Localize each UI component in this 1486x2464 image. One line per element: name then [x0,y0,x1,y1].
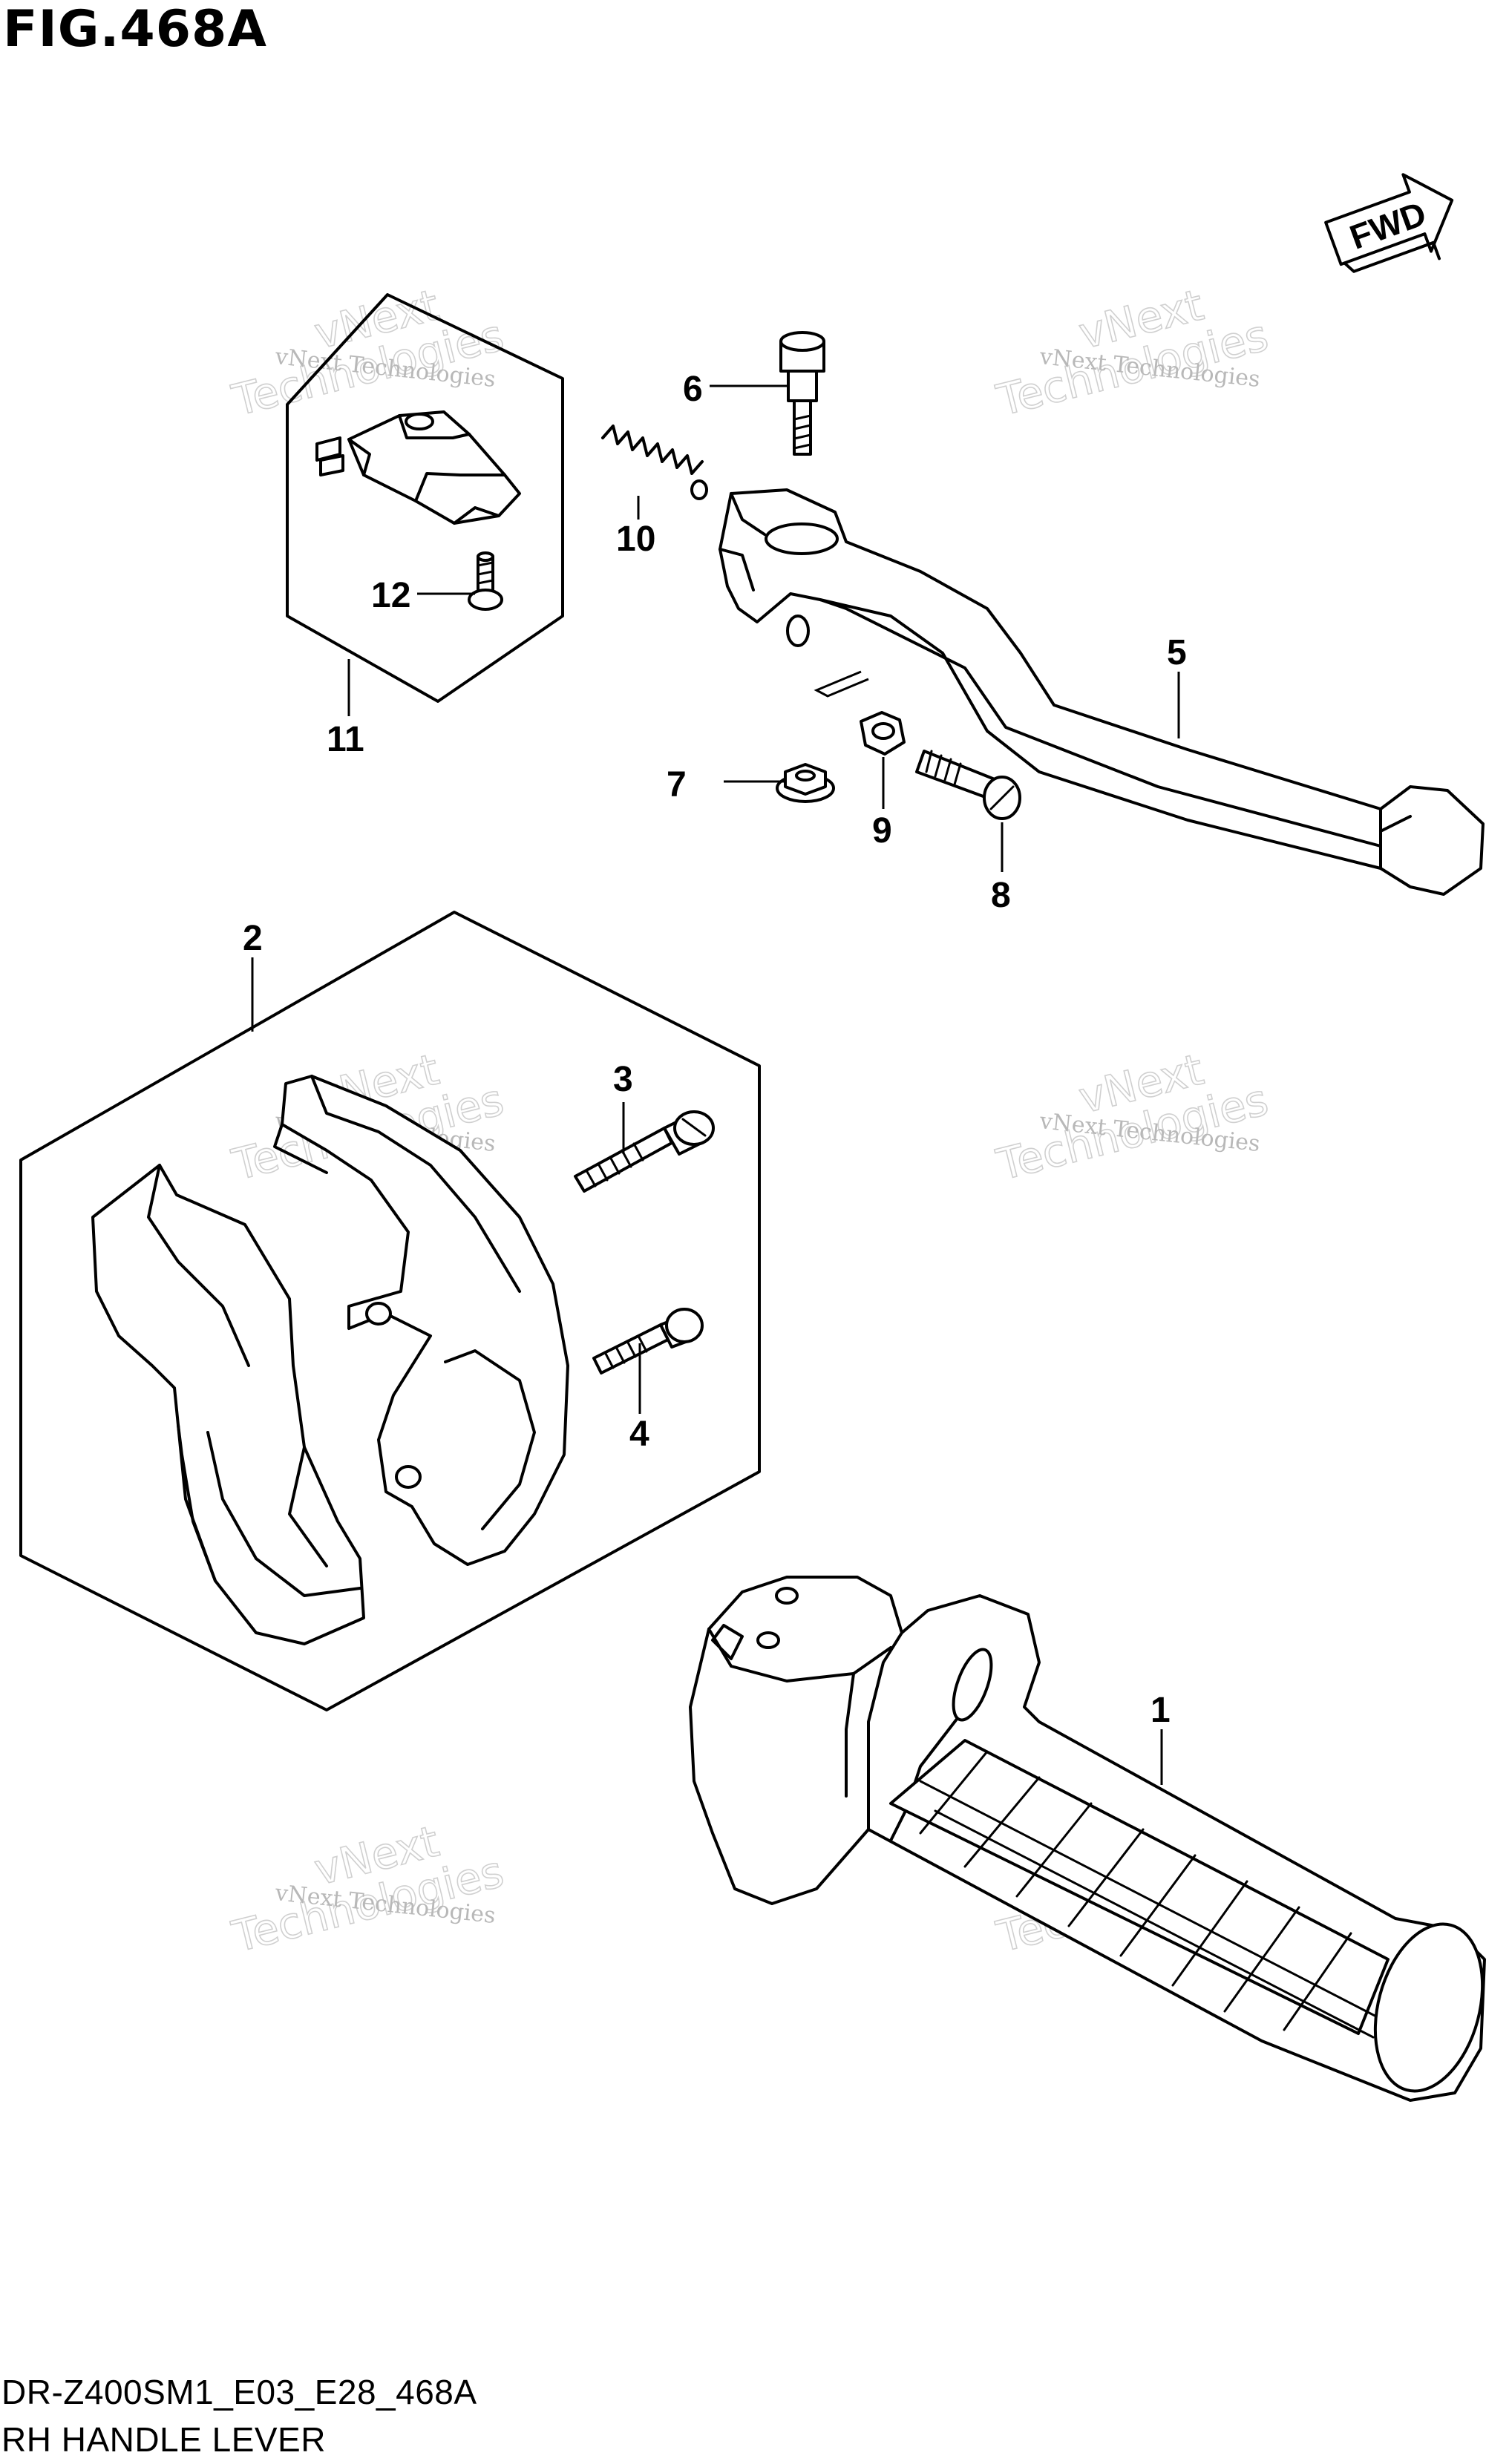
switch-screw [468,551,503,611]
lever-holder-lower [91,1164,365,1645]
callout-6: 6 [683,370,703,409]
figure-title: FIG.468A [3,0,267,59]
flange-nut [776,763,835,803]
lever-spring [601,425,708,500]
holder-frame [19,911,761,1711]
front-brake-switch [315,410,521,525]
lever-bolt [915,750,1021,820]
watermark-top-left: Technologies vNext vNext Technologies [226,279,509,427]
watermark-top-right: Technologies vNext vNext Technologies [991,279,1274,427]
callout-3: 3 [613,1060,633,1099]
figure-caption: RH HANDLE LEVER [1,2420,326,2459]
callout-8: 8 [991,876,1011,915]
holder-bolt-short [592,1308,704,1374]
pivot-bolt [779,331,825,456]
callout-1: 1 [1150,1691,1171,1730]
lever-adjust-leader [814,670,869,698]
lever-holder-upper [273,1075,569,1566]
switch-assembly-frame [286,293,564,703]
watermark-mid-right: Technologies vNext vNext Technologies [991,1043,1274,1191]
watermark-bottom-left: Technologies vNext vNext Technologies [226,1815,509,1963]
fwd-arrow-badge: FWD [1324,173,1454,273]
model-code: DR-Z400SM1_E03_E28_468A [1,2373,477,2411]
callout-9: 9 [872,811,892,851]
callout-5: 5 [1167,633,1187,672]
callout-4: 4 [629,1415,649,1454]
lever-nut [860,711,906,756]
callout-7: 7 [667,765,687,805]
callout-12: 12 [371,576,410,615]
holder-bolt-long [574,1110,715,1193]
callout-2: 2 [243,919,263,958]
callout-11: 11 [327,720,364,759]
brake-lever [719,488,1485,896]
leader-lines [251,384,1180,1785]
handle-grip [689,1576,1486,2102]
callout-10: 10 [616,520,655,559]
